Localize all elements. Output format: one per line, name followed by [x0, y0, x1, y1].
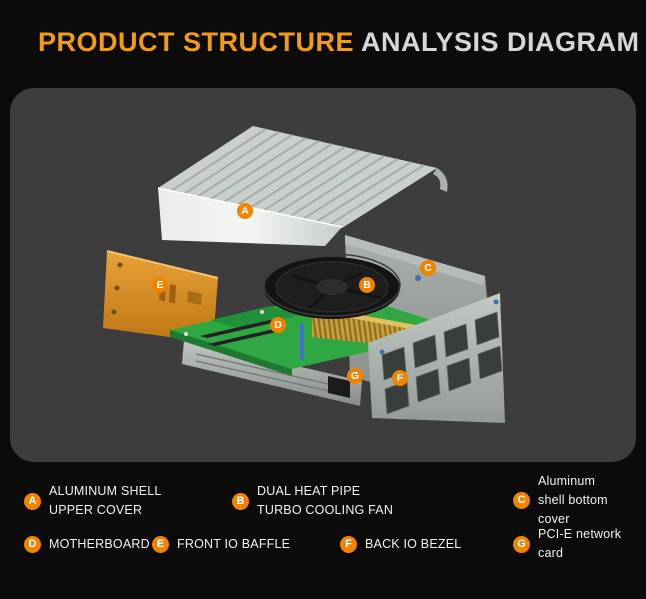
marker-back-io-bezel: F	[392, 370, 408, 386]
legend-item-motherboard: D MOTHERBOARD	[24, 535, 150, 554]
legend-label-front-io-baffle: FRONT IO BAFFLE	[177, 537, 291, 551]
legend-badge-b: B	[232, 492, 249, 510]
legend-item-back-io-bezel: F BACK IO BEZEL	[340, 535, 461, 554]
legend-label-back-io-bezel: BACK IO BEZEL	[365, 537, 462, 551]
legend-item-bottom-cover: C Aluminum shell bottom cover	[513, 472, 608, 529]
legend-badge-c: C	[513, 492, 530, 509]
legend-label-motherboard: MOTHERBOARD	[49, 537, 150, 551]
upper-cover-shape	[157, 126, 448, 246]
legend-label-cooling-fan: DUAL HEAT PIPE TURBO COOLING FAN	[257, 484, 394, 517]
marker-upper-cover: A	[237, 203, 253, 219]
legend-badge-f: F	[340, 536, 357, 553]
legend-item-front-io-baffle: E FRONT IO BAFFLE	[152, 535, 290, 554]
marker-bottom-cover: C	[420, 260, 436, 276]
page-title-highlight: PRODUCT STRUCTURE	[38, 27, 354, 57]
page-title-rest: ANALYSIS DIAGRAM	[361, 27, 640, 57]
legend-badge-a: A	[24, 492, 41, 510]
chassis-tray-shape	[182, 340, 362, 406]
legend-label-upper-cover: ALUMINUM SHELL UPPER COVER	[49, 484, 162, 517]
diagram-panel: A B C D E F G	[10, 88, 636, 462]
legend-item-network-card: G PCI-E network card	[513, 525, 621, 563]
legend-label-network-card: PCI-E network card	[538, 527, 622, 560]
page-title: PRODUCT STRUCTURE ANALYSIS DIAGRAM	[38, 27, 640, 58]
legend-badge-g: G	[513, 535, 530, 553]
legend-item-upper-cover: A ALUMINUM SHELL UPPER COVER	[24, 482, 162, 520]
network-port-shape	[328, 376, 350, 398]
legend-badge-e: E	[152, 536, 169, 553]
legend-item-cooling-fan: B DUAL HEAT PIPE TURBO COOLING FAN	[232, 482, 393, 520]
marker-network-card: G	[347, 368, 363, 384]
cooling-fan-shape	[263, 253, 401, 319]
marker-cooling-fan: B	[359, 277, 375, 293]
marker-front-io-baffle: E	[152, 277, 168, 293]
legend-label-bottom-cover: Aluminum shell bottom cover	[538, 474, 608, 526]
legend-badge-d: D	[24, 536, 41, 553]
marker-motherboard: D	[270, 317, 286, 333]
exploded-view-illustration	[103, 126, 505, 423]
